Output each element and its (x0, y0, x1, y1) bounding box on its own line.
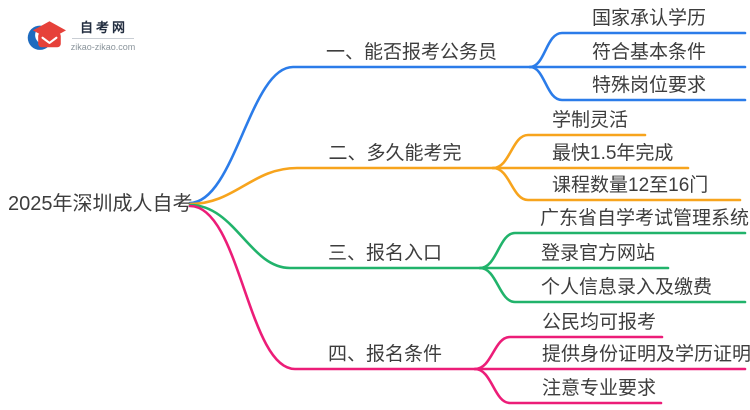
branch-node-3: 三、报名入口 (327, 243, 442, 264)
branch-3-lines (188, 203, 747, 304)
leaf-node-3-1: 广东省自学考试管理系统 (540, 208, 750, 229)
root-node-title: 2025年深圳成人自考 (8, 193, 193, 215)
site-logo: 自考网 zikao-zikao.com (26, 14, 146, 58)
branch-node-4: 四、报名条件 (327, 344, 442, 365)
branch-4-leaf-3-line (473, 367, 663, 405)
branch-node-2: 二、多久能考完 (328, 143, 462, 164)
branch-node-1: 一、能否报考公务员 (325, 42, 497, 63)
branch-1-trunk-line (188, 65, 532, 205)
branch-2-leaf-3-line (491, 166, 742, 202)
branch-4-trunk-line (188, 204, 477, 371)
leaf-node-3-3: 个人信息录入及缴费 (541, 277, 713, 298)
leaf-node-3-2: 登录官方网站 (541, 243, 656, 264)
branch-3-leaf-3-line (478, 266, 747, 304)
branch-2-lines (188, 133, 742, 206)
leaf-node-4-3: 注意专业要求 (542, 378, 657, 399)
logo-divider (72, 38, 134, 39)
leaf-node-1-2: 符合基本条件 (592, 42, 707, 63)
leaf-node-2-1: 学制灵活 (552, 110, 629, 131)
leaf-node-2-2: 最快1.5年完成 (552, 143, 674, 164)
branch-2-trunk-line (188, 166, 495, 206)
branch-1-leaf-3-line (528, 65, 747, 102)
leaf-node-1-3: 特殊岗位要求 (592, 75, 707, 96)
branch-4-lines (188, 204, 747, 405)
leaf-node-4-2: 提供身份证明及学历证明 (542, 344, 750, 365)
leaf-node-1-1: 国家承认学历 (592, 8, 707, 29)
site-logo-url: zikao-zikao.com (70, 42, 136, 52)
graduation-cap-icon (27, 21, 66, 50)
branch-3-trunk-line (188, 203, 482, 270)
branch-1-lines (188, 31, 747, 205)
site-logo-name: 自考网 (79, 20, 128, 35)
leaf-node-2-3: 课程数量12至16门 (552, 175, 709, 196)
leaf-node-4-1: 公民均可报考 (542, 312, 657, 333)
